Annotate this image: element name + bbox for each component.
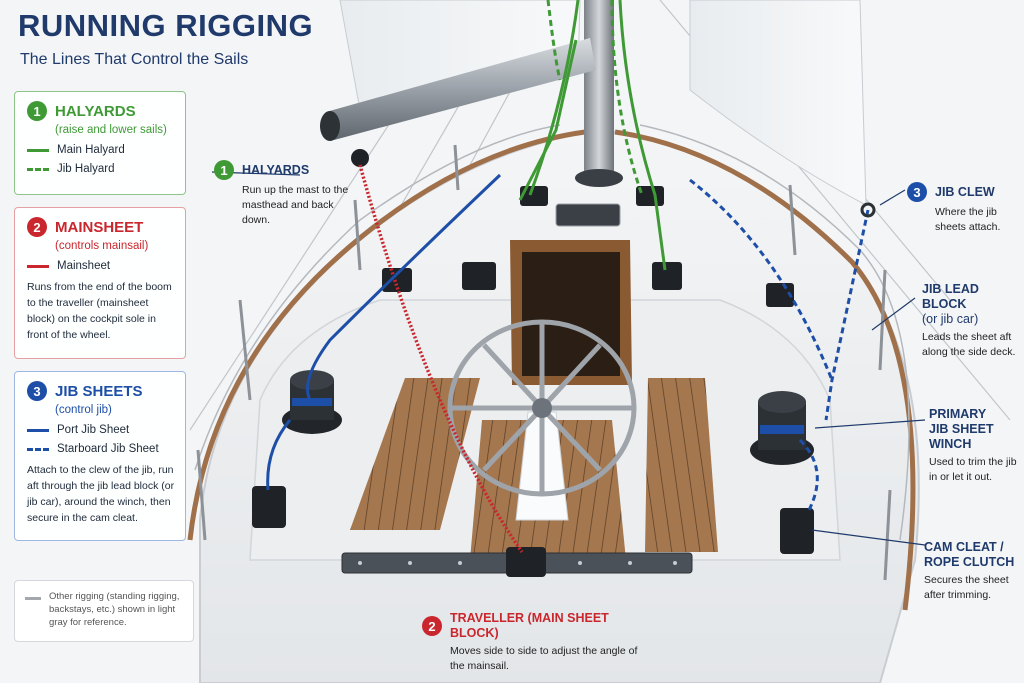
other-rigging-note: Other rigging (standing rigging, backsta… [14, 580, 194, 642]
callout-desc: Leads the sheet aft along the side deck. [922, 331, 1016, 358]
boom-block [351, 149, 369, 167]
stanchions [196, 144, 892, 581]
legend-key-label: Starboard Jib Sheet [57, 443, 159, 455]
companionway-opening [522, 252, 620, 376]
callout-desc: Where the jib sheets attach. [935, 206, 1001, 233]
wheel-hub [532, 398, 552, 418]
legend-jib-sheets: 3 JIB SHEETS (control jib) Port Jib Shee… [14, 371, 186, 541]
jib-clew-ring [860, 202, 876, 218]
halyard-lines [518, 0, 667, 271]
leader-lines [211, 171, 926, 546]
boom [326, 38, 596, 140]
legend-description-mainsheet: Runs from the end of the boom to the tra… [27, 281, 172, 341]
legend-number-2: 2 [27, 217, 47, 237]
winch-starboard [750, 391, 814, 465]
legend-key-jib-halyard: Jib Halyard [27, 163, 175, 175]
starboard-jib-sheet [689, 178, 870, 513]
toe-rail-starboard [614, 129, 916, 611]
mast-base [575, 169, 623, 187]
other-rigging-text: Other rigging (standing rigging, backsta… [49, 591, 180, 628]
callout-halyards: 1 HALYARDS Run up the mast to the masthe… [214, 160, 354, 228]
mast [584, 0, 614, 178]
winch-port [282, 370, 342, 434]
legend-description-jib-sheets: Attach to the clew of the jib, run aft t… [27, 464, 175, 524]
callout-primary-winch: PRIMARY JIB SHEET WINCH Used to trim the… [929, 407, 1021, 485]
legend-title-jib-sheets: JIB SHEETS [55, 382, 143, 400]
boom-end [320, 111, 340, 141]
traveller-car [506, 547, 546, 577]
legend-key-main-halyard: Main Halyard [27, 144, 175, 156]
legend-number-1: 1 [27, 101, 47, 121]
solid-line-swatch [27, 148, 49, 152]
legend-key-label: Mainsheet [57, 260, 111, 272]
gray-line-swatch [25, 597, 41, 600]
jib-sail [689, 0, 867, 206]
legend-key-mainsheet: Mainsheet [27, 260, 175, 272]
callout-desc: Moves side to side to adjust the angle o… [450, 645, 638, 672]
callout-jib-lead-block: JIB LEAD BLOCK (or jib car) Leads the sh… [922, 282, 1018, 360]
callout-desc: Run up the mast to the masthead and back… [242, 184, 349, 226]
callout-title: JIB CLEW [935, 184, 995, 199]
callout-title: CAM CLEAT / [924, 540, 1004, 554]
legend-key-port-jib-sheet: Port Jib Sheet [27, 424, 175, 436]
legend-number-3: 3 [27, 381, 47, 401]
legend-mainsheet: 2 MAINSHEET (controls mainsail) Mainshee… [14, 207, 186, 359]
callout-title: PRIMARY [929, 407, 987, 421]
forward-hatch [555, 203, 621, 227]
legend-key-starboard-jib-sheet: Starboard Jib Sheet [27, 443, 175, 455]
legend-title-halyards: HALYARDS [55, 102, 136, 120]
legend-key-label: Jib Halyard [57, 163, 115, 175]
callout-title: HALYARDS [242, 162, 310, 177]
callout-title-sub: (or jib car) [922, 312, 979, 326]
page-title: RUNNING RIGGING [18, 8, 314, 43]
callout-cam-cleat: CAM CLEAT / ROPE CLUTCH Secures the shee… [924, 540, 1020, 603]
solid-line-swatch [27, 264, 49, 268]
callout-desc: Used to trim the jib in or let it out. [929, 456, 1017, 483]
callout-number-1: 1 [214, 160, 234, 180]
callout-title-2: JIB SHEET WINCH [929, 422, 994, 451]
legend-subtitle-mainsheet: (controls mainsail) [55, 240, 149, 252]
page-subtitle: The Lines That Control the Sails [20, 51, 249, 68]
callout-title: TRAVELLER (MAIN SHEET BLOCK) [450, 611, 609, 640]
callout-traveller: 2 TRAVELLER (MAIN SHEET BLOCK) Moves sid… [422, 611, 652, 674]
solid-line-swatch [27, 428, 49, 432]
legend-subtitle-halyards: (raise and lower sails) [55, 124, 167, 136]
cleats [252, 186, 814, 554]
toe-rail-port [187, 129, 586, 541]
legend-key-label: Port Jib Sheet [57, 424, 130, 436]
legend-title-mainsheet: MAINSHEET [55, 218, 144, 236]
callout-title-2: ROPE CLUTCH [924, 555, 1015, 569]
dashed-line-swatch [27, 447, 49, 451]
steering-wheel [447, 319, 637, 497]
callout-title: JIB LEAD BLOCK [922, 282, 979, 311]
dashed-line-swatch [27, 167, 49, 171]
callout-number-2: 2 [422, 616, 442, 636]
legend-halyards: 1 HALYARDS (raise and lower sails) Main … [14, 91, 186, 195]
callout-jib-clew: 3 JIB CLEW Where the jib sheets attach. [907, 182, 1013, 235]
traveller-bolts [358, 561, 677, 565]
teak-seat-starboard [645, 378, 718, 552]
port-jib-sheet [266, 173, 502, 491]
legend-subtitle-jib-sheets: (control jib) [55, 404, 112, 416]
mainsheet-line [358, 164, 524, 554]
callout-number-3: 3 [907, 182, 927, 202]
legend-key-label: Main Halyard [57, 144, 125, 156]
callout-desc: Secures the sheet after trimming. [924, 574, 1009, 601]
